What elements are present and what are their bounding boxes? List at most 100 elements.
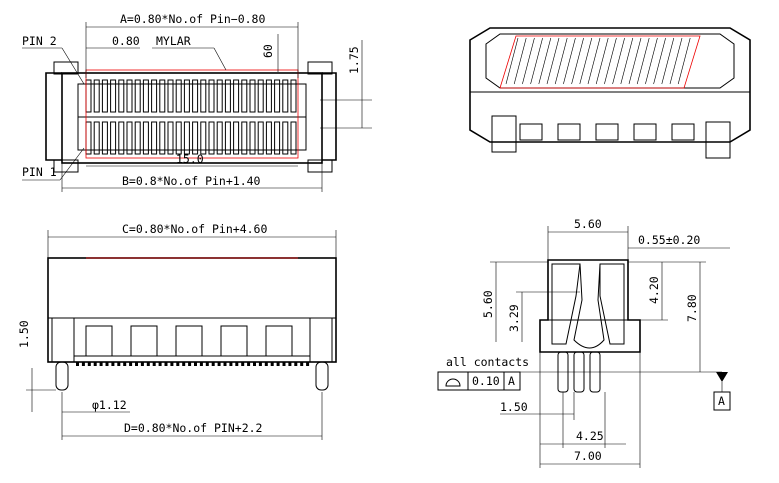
dim-pitch-label: 0.80 [112,34,140,48]
front-contact-tooth [288,362,292,366]
top-contact-upper [257,79,264,113]
front-contact-tooth [223,362,227,366]
tol-value: 0.10 [472,374,500,388]
top-view: A=0.80*No.of Pin−0.80 0.80 MYLAR 60 1.75… [22,12,372,192]
datum-label: A [718,394,725,408]
top-contact-upper [224,79,231,113]
section-base [539,319,641,353]
front-contact-tooth [241,362,245,366]
front-contact-tooth [205,362,209,366]
iso-contact [645,37,658,85]
front-left-block [51,317,75,363]
dim-150-label: 15.0 [176,152,204,166]
front-contact-tooth [247,362,251,366]
iso-cavity [485,33,735,89]
top-contact-upper [167,79,174,113]
dim-d-label: D=0.80*No.of PIN+2.2 [124,421,262,435]
top-contact-lower [257,121,264,155]
top-contact-lower [200,121,207,155]
iso-contact [563,37,576,85]
dim-560top-label: 5.60 [574,217,602,231]
top-contact-lower [282,121,289,155]
top-contact-upper [265,79,272,113]
tol-datum: A [508,374,515,388]
front-right-post [315,361,329,391]
iso-contact [620,37,634,85]
front-contact-tooth [158,362,162,366]
top-contact-lower [85,121,92,155]
dim-560v-label: 5.60 [481,290,495,318]
front-window [265,325,293,357]
top-contact-lower [93,121,100,155]
front-contact-strip [73,355,311,363]
tol-symbol-cell [437,371,469,391]
front-window [85,325,113,357]
front-contact-tooth [253,362,256,366]
front-contact-tooth [217,362,221,366]
front-contact-teeth [76,362,310,366]
top-contact-upper [151,79,158,113]
top-contact-rows [85,79,297,155]
top-contact-lower [101,121,108,155]
front-contact-tooth [300,362,304,366]
iso-legs [519,123,695,141]
top-contact-upper [216,79,223,113]
iso-contact [595,37,609,85]
front-contact-tooth [81,362,85,366]
front-contact-tooth [258,362,262,366]
iso-leg [671,123,695,141]
top-contact-upper [134,79,141,113]
top-contact-lower [208,121,215,155]
pin2-label: PIN 2 [22,34,57,48]
front-contact-tooth [229,362,233,366]
top-contact-lower [224,121,231,155]
dim-a-label: A=0.80*No.of Pin−0.80 [120,12,265,26]
iso-contact [604,37,617,85]
phi-label: φ1.12 [92,398,127,412]
top-contact-upper [126,79,133,113]
front-window [175,325,203,357]
front-contact-tooth [170,362,174,366]
front-window [220,325,248,357]
front-contact-tooth [199,362,203,366]
left-peg-bottom [53,159,79,173]
dim-425-label: 4.25 [576,429,604,443]
mylar-outline [85,69,299,159]
top-contact-upper [192,79,199,113]
iso-contact [628,37,642,85]
right-peg-top [307,61,333,75]
front-contact-tooth [105,362,109,366]
front-contact-tooth [129,362,133,366]
top-contact-lower [183,121,190,155]
iso-contact [661,37,675,85]
front-contact-tooth [264,362,268,366]
front-contact-tooth [235,362,239,366]
front-window [130,325,158,357]
top-contact-upper [290,79,297,113]
iso-contact [677,37,691,85]
pin1-leader [59,147,85,181]
dim-150v-label: 1.50 [17,320,31,348]
top-contact-lower [151,121,158,155]
iso-contact [669,37,683,85]
front-contact-tooth [135,362,138,366]
iso-contact [653,37,666,85]
front-contact-tooth [188,362,192,366]
top-contact-lower [167,121,174,155]
front-view: C=0.80*No.of Pin+4.60 1.50 φ1.12 D=0.80*… [17,222,337,440]
iso-contact [546,37,560,85]
front-contact-tooth [99,362,103,366]
pin2-leader [61,47,85,85]
iso-leg [519,123,543,141]
iso-contact [636,37,650,85]
top-contact-lower [265,121,272,155]
section-contact [573,263,605,349]
top-contact-upper [241,79,248,113]
iso-contacts [505,37,691,85]
iso-contact [530,37,543,85]
isometric-view [469,27,751,159]
front-contact-tooth [152,362,156,366]
left-peg-top [53,61,79,75]
iso-left-peg [491,115,517,153]
front-contact-tooth [182,362,186,366]
